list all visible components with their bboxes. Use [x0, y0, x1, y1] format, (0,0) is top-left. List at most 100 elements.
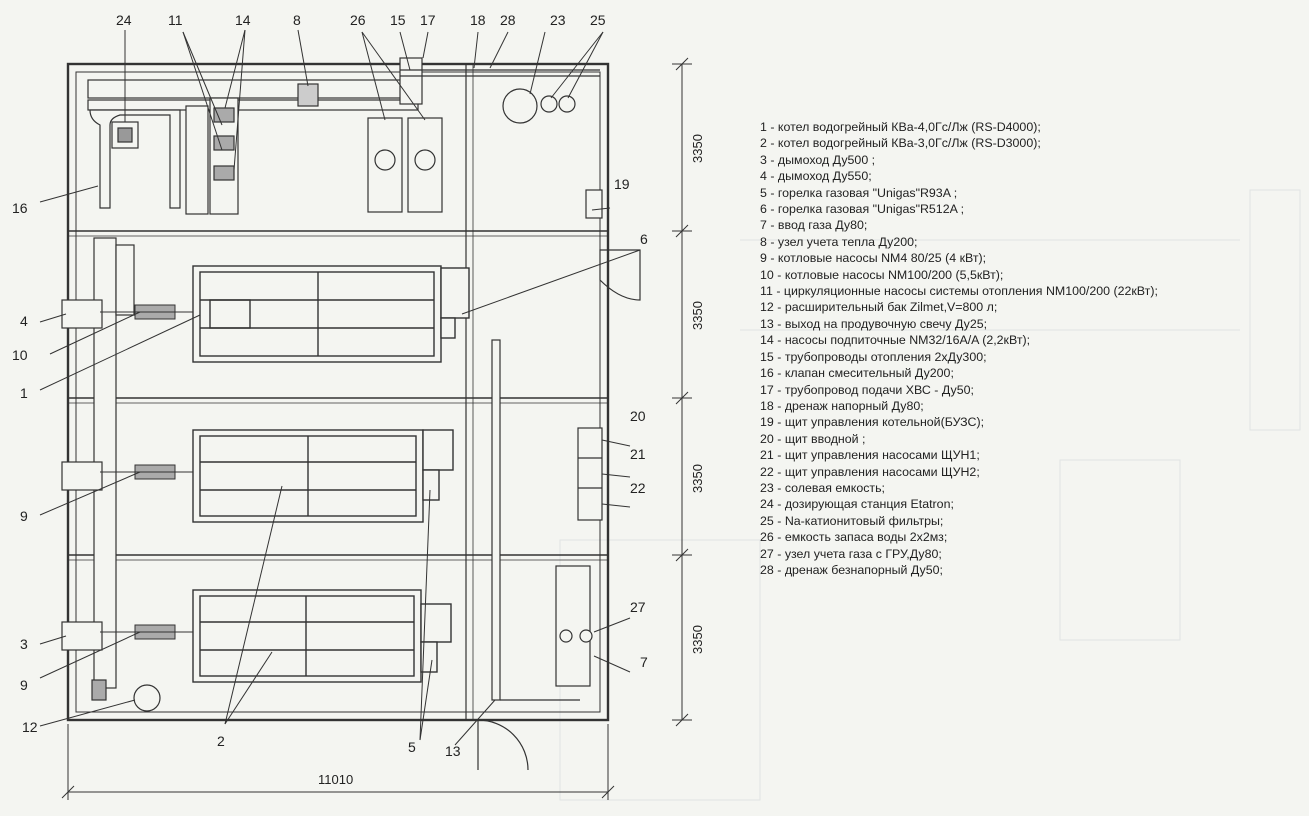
legend-text: Na-катионитовый фильтры;	[784, 513, 944, 528]
legend-number: 25	[760, 514, 785, 528]
callout-28: 28	[500, 12, 516, 28]
callout-19: 19	[614, 176, 630, 192]
legend-item: 4дымоход Ду550;	[760, 168, 1300, 184]
legend-text: ввод газа Ду80;	[777, 218, 868, 233]
legend-item: 5горелка газовая "Unigas"R93A ;	[760, 185, 1300, 201]
legend-number: 26	[760, 530, 785, 544]
legend-text: горелка газовая "Unigas"R93A ;	[777, 185, 958, 200]
legend-number: 21	[760, 448, 785, 462]
legend-item: 12расширительный бак Zilmet,V=800 л;	[760, 299, 1300, 315]
callout-24: 24	[116, 12, 132, 28]
legend-number: 4	[760, 169, 778, 183]
legend-item: 23солевая емкость;	[760, 480, 1300, 496]
dimension-section-3: 3350	[690, 464, 705, 493]
callout-3: 3	[20, 636, 28, 652]
callout-8: 8	[293, 12, 301, 28]
legend-number: 5	[760, 186, 778, 200]
legend-item: 19щит управления котельной(БУЗС);	[760, 414, 1300, 430]
legend-item: 17трубопровод подачи ХВС - Ду50;	[760, 382, 1300, 398]
legend-list: 1котел водогрейный КВа-4,0Гс/Лж (RS-D400…	[760, 119, 1300, 578]
legend-text: дымоход Ду550;	[777, 169, 872, 184]
legend-text: узел учета тепла Ду200;	[777, 234, 918, 249]
legend-text: трубопровод подачи ХВС - Ду50;	[784, 382, 974, 397]
legend-item: 26емкость запаса воды 2х2мз;	[760, 529, 1300, 545]
legend-item: 24дозирующая станция Etatron;	[760, 496, 1300, 512]
callout-17: 17	[420, 12, 436, 28]
legend-item: 3дымоход Ду500 ;	[760, 152, 1300, 168]
legend-item: 9котловые насосы NM4 80/25 (4 кВт);	[760, 250, 1300, 266]
callout-21: 21	[630, 446, 646, 462]
callout-1: 1	[20, 385, 28, 401]
legend-text: циркуляционные насосы системы отопления …	[783, 284, 1158, 299]
dimension-overall-width: 11010	[318, 772, 353, 787]
callout-5: 5	[408, 739, 416, 755]
legend-item: 20щит вводной ;	[760, 431, 1300, 447]
legend-text: щит управления котельной(БУЗС);	[784, 415, 985, 430]
legend-number: 12	[760, 300, 785, 314]
callout-20: 20	[630, 408, 646, 424]
legend-item: 21щит управления насосами ЩУН1;	[760, 447, 1300, 463]
legend-item: 14насосы подпиточные NM32/16A/A (2,2кВт)…	[760, 332, 1300, 348]
callout-10: 10	[12, 347, 28, 363]
legend-item: 8узел учета тепла Ду200;	[760, 234, 1300, 250]
legend-number: 18	[760, 399, 785, 413]
legend-item: 10котловые насосы NM100/200 (5,5кВт);	[760, 267, 1300, 283]
legend-item: 15трубопроводы отопления 2хДу300;	[760, 349, 1300, 365]
legend-item: 13выход на продувочную свечу Ду25;	[760, 316, 1300, 332]
callout-4: 4	[20, 313, 28, 329]
legend-number: 16	[760, 366, 785, 380]
callout-9a: 9	[20, 508, 28, 524]
legend-item: 28дренаж безнапорный Ду50;	[760, 562, 1300, 578]
legend-text: котловые насосы NM100/200 (5,5кВт);	[784, 267, 1004, 282]
legend-item: 16клапан смесительный Ду200;	[760, 365, 1300, 381]
legend-text: дренаж напорный Ду80;	[784, 398, 924, 413]
legend-text: щит управления насосами ЩУН1;	[784, 448, 980, 463]
callout-9b: 9	[20, 677, 28, 693]
legend-number: 8	[760, 235, 778, 249]
legend-number: 3	[760, 153, 778, 167]
legend-text: щит вводной ;	[784, 431, 866, 446]
legend-number: 15	[760, 350, 785, 364]
legend-number: 14	[760, 333, 785, 347]
legend-text: трубопроводы отопления 2хДу300;	[784, 349, 987, 364]
dimension-section-2: 3350	[690, 301, 705, 330]
legend-item: 7ввод газа Ду80;	[760, 217, 1300, 233]
legend-item: 22щит управления насосами ЩУН2;	[760, 464, 1300, 480]
legend-number: 23	[760, 481, 785, 495]
legend-item: 18дренаж напорный Ду80;	[760, 398, 1300, 414]
legend-item: 27узел учета газа с ГРУ,Ду80;	[760, 546, 1300, 562]
legend-number: 10	[760, 268, 785, 282]
legend-text: щит управления насосами ЩУН2;	[784, 464, 980, 479]
boiler-1	[192, 265, 442, 363]
legend-number: 9	[760, 251, 778, 265]
callout-23: 23	[550, 12, 566, 28]
legend-text: дренаж безнапорный Ду50;	[784, 562, 943, 577]
legend-text: солевая емкость;	[784, 480, 886, 495]
legend-number: 6	[760, 202, 778, 216]
legend-number: 13	[760, 317, 785, 331]
legend-number: 19	[760, 415, 785, 429]
callout-11: 11	[168, 12, 183, 28]
legend-item: 11циркуляционные насосы системы отоплени…	[760, 283, 1300, 299]
legend-text: клапан смесительный Ду200;	[784, 366, 954, 381]
callout-26: 26	[350, 12, 366, 28]
legend-text: котел водогрейный КВа-3,0Гс/Лж (RS-D3000…	[777, 136, 1041, 151]
callout-25: 25	[590, 12, 606, 28]
legend-number: 2	[760, 136, 778, 150]
legend-text: котел водогрейный КВа-4,0Гс/Лж (RS-D4000…	[777, 120, 1041, 134]
dimension-section-1: 3350	[690, 134, 705, 163]
callout-6: 6	[640, 231, 648, 247]
legend-item: 1котел водогрейный КВа-4,0Гс/Лж (RS-D400…	[760, 119, 1300, 135]
callout-27: 27	[630, 599, 646, 615]
legend-item: 2котел водогрейный КВа-3,0Гс/Лж (RS-D300…	[760, 135, 1300, 151]
legend-item: 6горелка газовая "Unigas"R512A ;	[760, 201, 1300, 217]
legend-text: дымоход Ду500 ;	[777, 152, 876, 167]
callout-14: 14	[235, 12, 251, 28]
legend-number: 17	[760, 383, 785, 397]
legend-number: 22	[760, 465, 785, 479]
legend-number: 1	[760, 120, 778, 134]
legend-text: емкость запаса воды 2х2мз;	[784, 530, 948, 545]
dimension-section-4: 3350	[690, 625, 705, 654]
boiler-3	[192, 589, 422, 683]
